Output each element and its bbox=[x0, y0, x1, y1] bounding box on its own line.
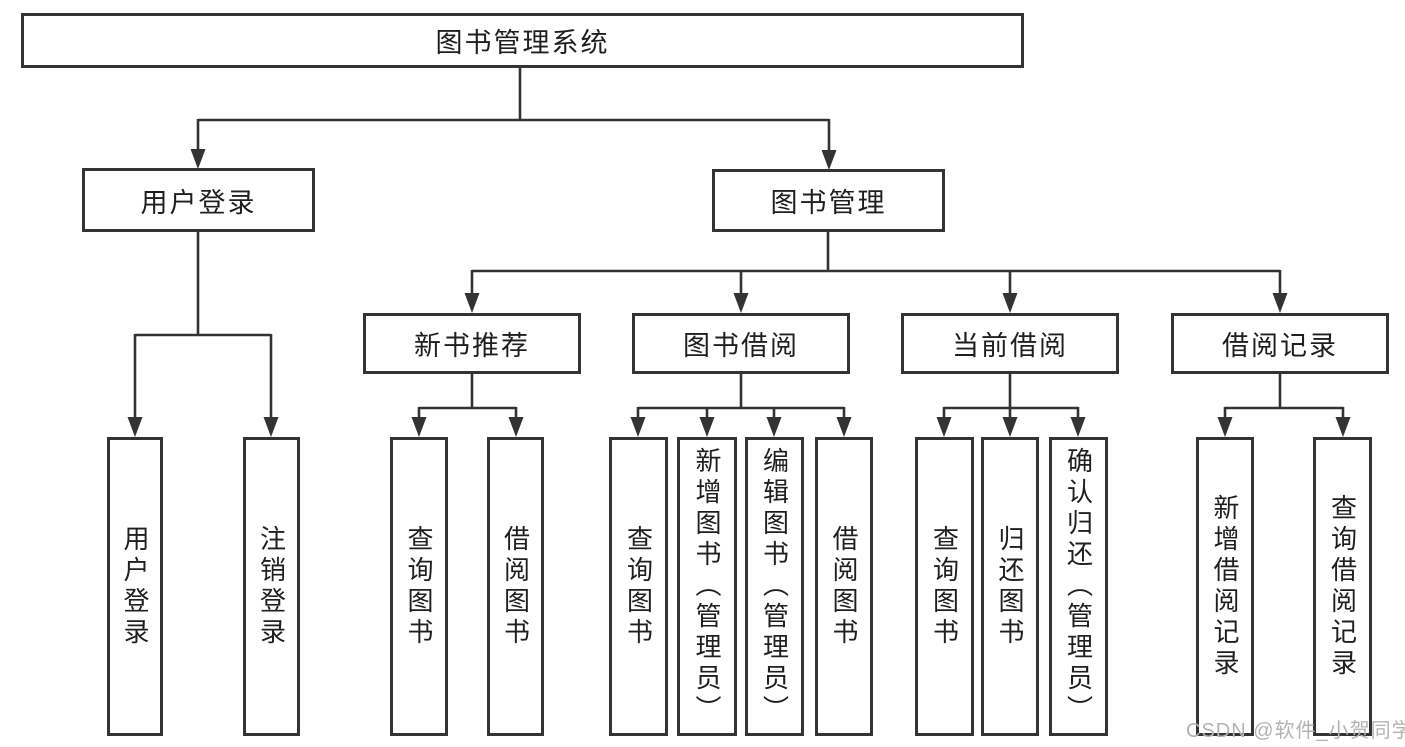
arrow-icon bbox=[464, 293, 480, 313]
node-nb-borrow-books: 借阅图书 bbox=[487, 437, 544, 736]
connector-book-management-children bbox=[470, 232, 1282, 297]
node-book-borrow: 图书借阅 bbox=[632, 313, 850, 374]
node-label: 查询图书 bbox=[404, 524, 434, 649]
connector-book-borrow-children bbox=[636, 374, 846, 421]
node-login: 用户登录 bbox=[107, 437, 163, 736]
arrow-icon bbox=[1335, 417, 1351, 437]
node-br-query-record: 查询借阅记录 bbox=[1313, 437, 1372, 736]
node-label: 图书管理 bbox=[770, 188, 887, 218]
arrow-icon bbox=[411, 417, 427, 437]
arrow-icon bbox=[1002, 417, 1018, 437]
node-label: 用户登录 bbox=[140, 187, 257, 218]
arrow-icon bbox=[1070, 417, 1086, 437]
node-label: 新增图书（管理员） bbox=[692, 447, 722, 726]
node-new-book-recommend: 新书推荐 bbox=[363, 313, 581, 374]
node-bb-add-books-admin: 新增图书（管理员） bbox=[677, 437, 737, 736]
node-label: 查询图书 bbox=[929, 524, 960, 649]
arrow-icon bbox=[1272, 293, 1288, 313]
node-current-borrow: 当前借阅 bbox=[901, 313, 1119, 374]
node-label: 当前借阅 bbox=[952, 331, 1068, 361]
arrow-icon bbox=[936, 417, 952, 437]
node-label: 归还图书 bbox=[995, 524, 1025, 649]
arrow-icon bbox=[190, 149, 206, 169]
node-library-system: 图书管理系统 bbox=[21, 13, 1024, 68]
watermark: CSDN @软件_小贺同学 bbox=[1186, 720, 1405, 742]
node-label: 图书借阅 bbox=[683, 331, 799, 361]
node-label: 借阅图书 bbox=[829, 524, 859, 649]
node-logout: 注销登录 bbox=[243, 437, 300, 736]
arrow-icon bbox=[1002, 293, 1018, 313]
arrow-icon bbox=[1217, 417, 1233, 437]
node-cb-confirm-return-admin: 确认归还（管理员） bbox=[1049, 437, 1108, 736]
node-nb-query-books: 查询图书 bbox=[390, 437, 448, 736]
node-label: 注销登录 bbox=[256, 524, 287, 649]
node-cb-query-books: 查询图书 bbox=[915, 437, 974, 736]
arrow-icon bbox=[508, 417, 524, 437]
node-label: 用户登录 bbox=[120, 524, 150, 649]
arrow-icon bbox=[699, 417, 715, 437]
node-bb-borrow-books: 借阅图书 bbox=[815, 437, 873, 736]
connector-user-login-children bbox=[133, 232, 273, 420]
node-label: 查询图书 bbox=[623, 524, 654, 649]
arrow-icon bbox=[630, 417, 646, 437]
arrow-icon bbox=[733, 293, 749, 313]
node-bb-query-books: 查询图书 bbox=[609, 437, 668, 736]
arrow-icon bbox=[836, 417, 852, 437]
node-label: 新书推荐 bbox=[414, 331, 530, 361]
node-cb-return-books: 归还图书 bbox=[981, 437, 1039, 736]
connector-root-to-level2 bbox=[196, 68, 831, 153]
node-label: 确认归还（管理员） bbox=[1063, 447, 1094, 726]
arrow-icon bbox=[263, 417, 279, 437]
node-label: 借阅记录 bbox=[1222, 331, 1338, 361]
arrow-icon bbox=[821, 150, 837, 170]
node-label: 图书管理系统 bbox=[435, 28, 610, 58]
node-borrow-records: 借阅记录 bbox=[1171, 313, 1389, 374]
node-bb-edit-books-admin: 编辑图书（管理员） bbox=[745, 437, 804, 736]
arrow-icon bbox=[127, 417, 143, 437]
connector-borrow-records-children bbox=[1223, 374, 1345, 421]
node-label: 借阅图书 bbox=[500, 524, 531, 649]
node-label: 编辑图书（管理员） bbox=[759, 447, 790, 726]
node-br-add-record: 新增借阅记录 bbox=[1196, 437, 1254, 736]
connector-new-book-children bbox=[417, 374, 518, 421]
connector-current-borrow-children bbox=[942, 374, 1080, 421]
node-label: 查询借阅记录 bbox=[1327, 493, 1358, 680]
arrow-icon bbox=[766, 417, 782, 437]
node-label: 新增借阅记录 bbox=[1210, 493, 1240, 680]
node-user-login: 用户登录 bbox=[82, 168, 315, 232]
node-book-management: 图书管理 bbox=[712, 169, 945, 232]
